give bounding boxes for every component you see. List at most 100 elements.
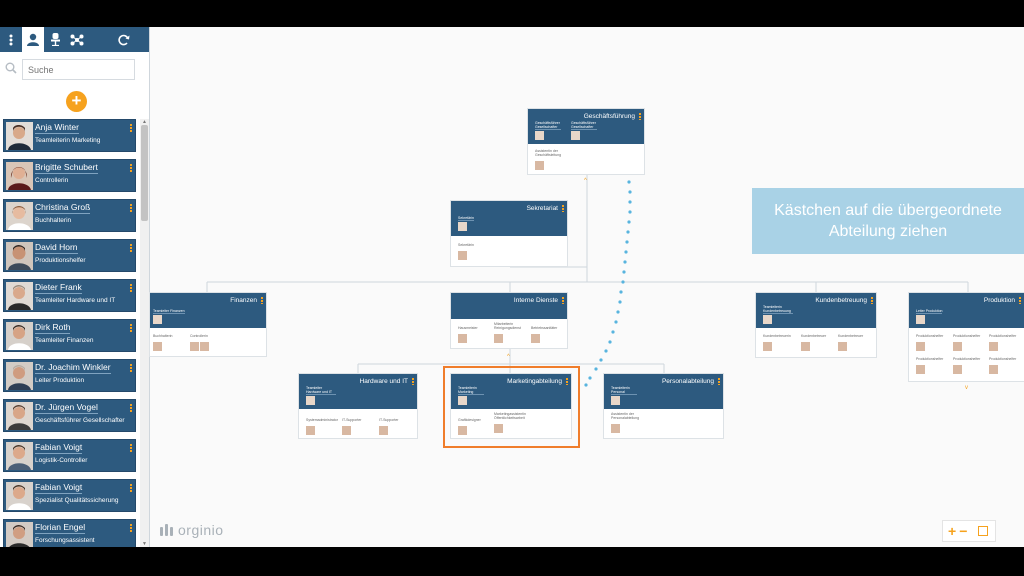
unit-title: Produktion bbox=[983, 297, 1015, 304]
network-icon[interactable] bbox=[66, 27, 88, 52]
sidebar: + Anja Winter Teamleiterin Marketing Bri… bbox=[0, 27, 150, 547]
drag-handle-icon[interactable] bbox=[562, 205, 564, 212]
scroll-up-icon[interactable]: ▲ bbox=[142, 119, 147, 125]
drag-handle-icon[interactable] bbox=[130, 324, 132, 333]
person-card[interactable]: Fabian Voigt Logistik-Controller bbox=[3, 439, 136, 472]
unit-lead: Teamleiterin Marketing bbox=[458, 386, 484, 405]
person-card[interactable]: Brigitte Schubert Controllerin bbox=[3, 159, 136, 192]
unit-personalabteilung[interactable]: Personalabteilung Teamleiterin Personal … bbox=[603, 373, 724, 439]
person-card[interactable]: Dr. Joachim Winkler Leiter Produktion bbox=[3, 359, 136, 392]
zoom-out-button[interactable]: − bbox=[959, 523, 968, 539]
unit-lead: Teamleiterin Kundenbetreuung bbox=[763, 305, 793, 324]
logo-icon bbox=[160, 524, 173, 536]
search-input[interactable] bbox=[22, 59, 135, 80]
unit-sekretariat[interactable]: Sekretariat Sekretärin Sekretärin bbox=[450, 200, 568, 267]
unit-member: Sekretärin bbox=[458, 243, 474, 265]
person-card[interactable]: Dieter Frank Teamleiter Hardware und IT bbox=[3, 279, 136, 312]
scroll-thumb[interactable] bbox=[141, 125, 148, 221]
person-photo bbox=[6, 442, 33, 470]
connector-lines: ^ ^ v bbox=[206, 175, 969, 391]
drag-handle-icon[interactable] bbox=[130, 124, 132, 133]
unit-produktion[interactable]: Produktion Leiter Produktion Produktions… bbox=[908, 292, 1024, 382]
unit-title: Kundenbetreuung bbox=[815, 297, 867, 304]
unit-member: Produktionshelfer bbox=[953, 334, 980, 356]
unit-member: Produktionshelfer bbox=[916, 357, 943, 379]
unit-header: Geschäftsführung Geschäftsführer Gesells… bbox=[528, 109, 644, 144]
unit-title: Personalabteilung bbox=[661, 378, 714, 385]
org-chart-app: ^ ^ v bbox=[0, 27, 1024, 547]
person-name: Christina Groß bbox=[35, 202, 91, 214]
add-person-button[interactable]: + bbox=[66, 91, 87, 112]
drag-handle-icon[interactable] bbox=[130, 524, 132, 533]
drag-handle-icon[interactable] bbox=[130, 364, 132, 373]
person-photo bbox=[6, 322, 33, 350]
expand-arrow-down[interactable]: v bbox=[965, 385, 968, 391]
drag-handle-icon[interactable] bbox=[130, 164, 132, 173]
chair-icon[interactable] bbox=[44, 27, 66, 52]
unit-member: Marketingassistentin Öffentlichkeitsarbe… bbox=[494, 412, 534, 438]
person-name: Dirk Roth bbox=[35, 322, 71, 334]
person-card[interactable]: Anja Winter Teamleiterin Marketing bbox=[3, 119, 136, 152]
drag-handle-icon[interactable] bbox=[130, 284, 132, 293]
unit-finanzen[interactable]: Finanzen Teamleiter Finanzen Buchhalteri… bbox=[149, 292, 267, 357]
unit-member: IT-Supporter bbox=[342, 418, 361, 440]
drag-handle-icon[interactable] bbox=[718, 378, 720, 385]
drag-handle-icon[interactable] bbox=[130, 444, 132, 453]
drag-handle-icon[interactable] bbox=[130, 484, 132, 493]
drag-handle-icon[interactable] bbox=[1019, 297, 1021, 304]
person-card[interactable]: Christina Groß Buchhalterin bbox=[3, 199, 136, 232]
unit-lead: Leiter Produktion bbox=[916, 309, 943, 324]
person-title: Logistik-Controller bbox=[35, 457, 88, 464]
unit-geschaeftsfuehrung[interactable]: Geschäftsführung Geschäftsführer Gesells… bbox=[527, 108, 645, 175]
unit-header: Personalabteilung Teamleiterin Personal bbox=[604, 374, 723, 409]
drag-handle-icon[interactable] bbox=[130, 244, 132, 253]
person-card[interactable]: Fabian Voigt Spezialist Qualitätssicheru… bbox=[3, 479, 136, 512]
drag-handle-icon[interactable] bbox=[639, 113, 641, 120]
collapse-arrow-up[interactable]: ^ bbox=[584, 178, 587, 184]
person-photo bbox=[6, 122, 33, 150]
person-name: Florian Engel bbox=[35, 522, 86, 534]
drag-handle-icon[interactable] bbox=[871, 297, 873, 304]
person-title: Controllerin bbox=[35, 177, 69, 184]
person-photo bbox=[6, 162, 33, 190]
unit-title: Marketingabteilung bbox=[507, 378, 562, 385]
scroll-down-icon[interactable]: ▼ bbox=[142, 541, 147, 547]
unit-member: Systemadministrator bbox=[306, 418, 338, 440]
person-name: Brigitte Schubert bbox=[35, 162, 98, 174]
drag-handle-icon[interactable] bbox=[562, 297, 564, 304]
search-icon bbox=[5, 62, 17, 74]
unit-kundenbetreuung[interactable]: Kundenbetreuung Teamleiterin Kundenbetre… bbox=[755, 292, 877, 358]
person-card[interactable]: David Horn Produktionshelfer bbox=[3, 239, 136, 272]
person-card[interactable]: Dirk Roth Teamleiter Finanzen bbox=[3, 319, 136, 352]
redo-icon[interactable] bbox=[113, 27, 135, 52]
person-photo bbox=[6, 362, 33, 390]
person-list-scrollbar[interactable]: ▲ ▼ bbox=[140, 119, 149, 547]
zoom-in-button[interactable]: + bbox=[948, 523, 957, 539]
unit-member: Controllerin bbox=[190, 334, 210, 356]
more-menu-icon[interactable] bbox=[0, 27, 22, 52]
person-tab-icon[interactable] bbox=[22, 27, 44, 52]
unit-interne-dienste[interactable]: Interne Dienste Hausmeister Mitarbeiteri… bbox=[450, 292, 568, 349]
fit-to-screen-icon[interactable] bbox=[978, 526, 989, 536]
unit-hardware-und-it[interactable]: Hardware und IT Teamleiter Hardware und … bbox=[298, 373, 418, 439]
unit-title: Sekretariat bbox=[526, 205, 558, 212]
unit-title: Interne Dienste bbox=[513, 297, 558, 304]
person-title: Leiter Produktion bbox=[35, 377, 85, 384]
unit-lead: Sekretärin bbox=[458, 216, 474, 231]
drag-handle-icon[interactable] bbox=[130, 204, 132, 213]
unit-marketingabteilung[interactable]: Marketingabteilung Teamleiterin Marketin… bbox=[450, 373, 572, 439]
person-name: Fabian Voigt bbox=[35, 482, 83, 494]
drag-handle-icon[interactable] bbox=[412, 378, 414, 385]
drag-handle-icon[interactable] bbox=[566, 378, 568, 385]
unit-header: Hardware und IT Teamleiter Hardware und … bbox=[299, 374, 417, 409]
unit-member: Produktionshelfer bbox=[953, 357, 980, 379]
drag-handle-icon[interactable] bbox=[130, 404, 132, 413]
collapse-arrow-up-2[interactable]: ^ bbox=[507, 354, 510, 360]
drag-handle-icon[interactable] bbox=[261, 297, 263, 304]
drag-trail bbox=[584, 180, 632, 387]
person-name: Fabian Voigt bbox=[35, 442, 83, 454]
person-card[interactable]: Florian Engel Forschungsassistent bbox=[3, 519, 136, 547]
person-name: David Horn bbox=[35, 242, 78, 254]
person-card[interactable]: Dr. Jürgen Vogel Geschäftsführer Gesells… bbox=[3, 399, 136, 432]
logo-text: orginio bbox=[178, 522, 224, 538]
